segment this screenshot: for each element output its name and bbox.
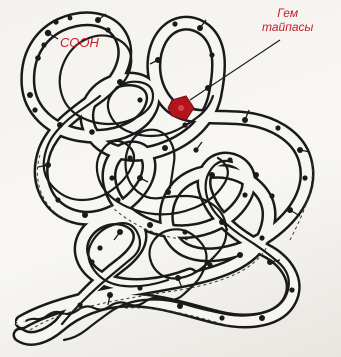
heme-group-label-line1: Гем (262, 6, 313, 20)
c-terminus-label: СООН (60, 36, 99, 50)
heme-leader-line (190, 40, 280, 100)
heme-group-label: Гем тайпасы (262, 6, 313, 34)
n-terminus-label: H₂N (9, 314, 26, 328)
heme-group-label-line2: тайпасы (262, 20, 313, 34)
